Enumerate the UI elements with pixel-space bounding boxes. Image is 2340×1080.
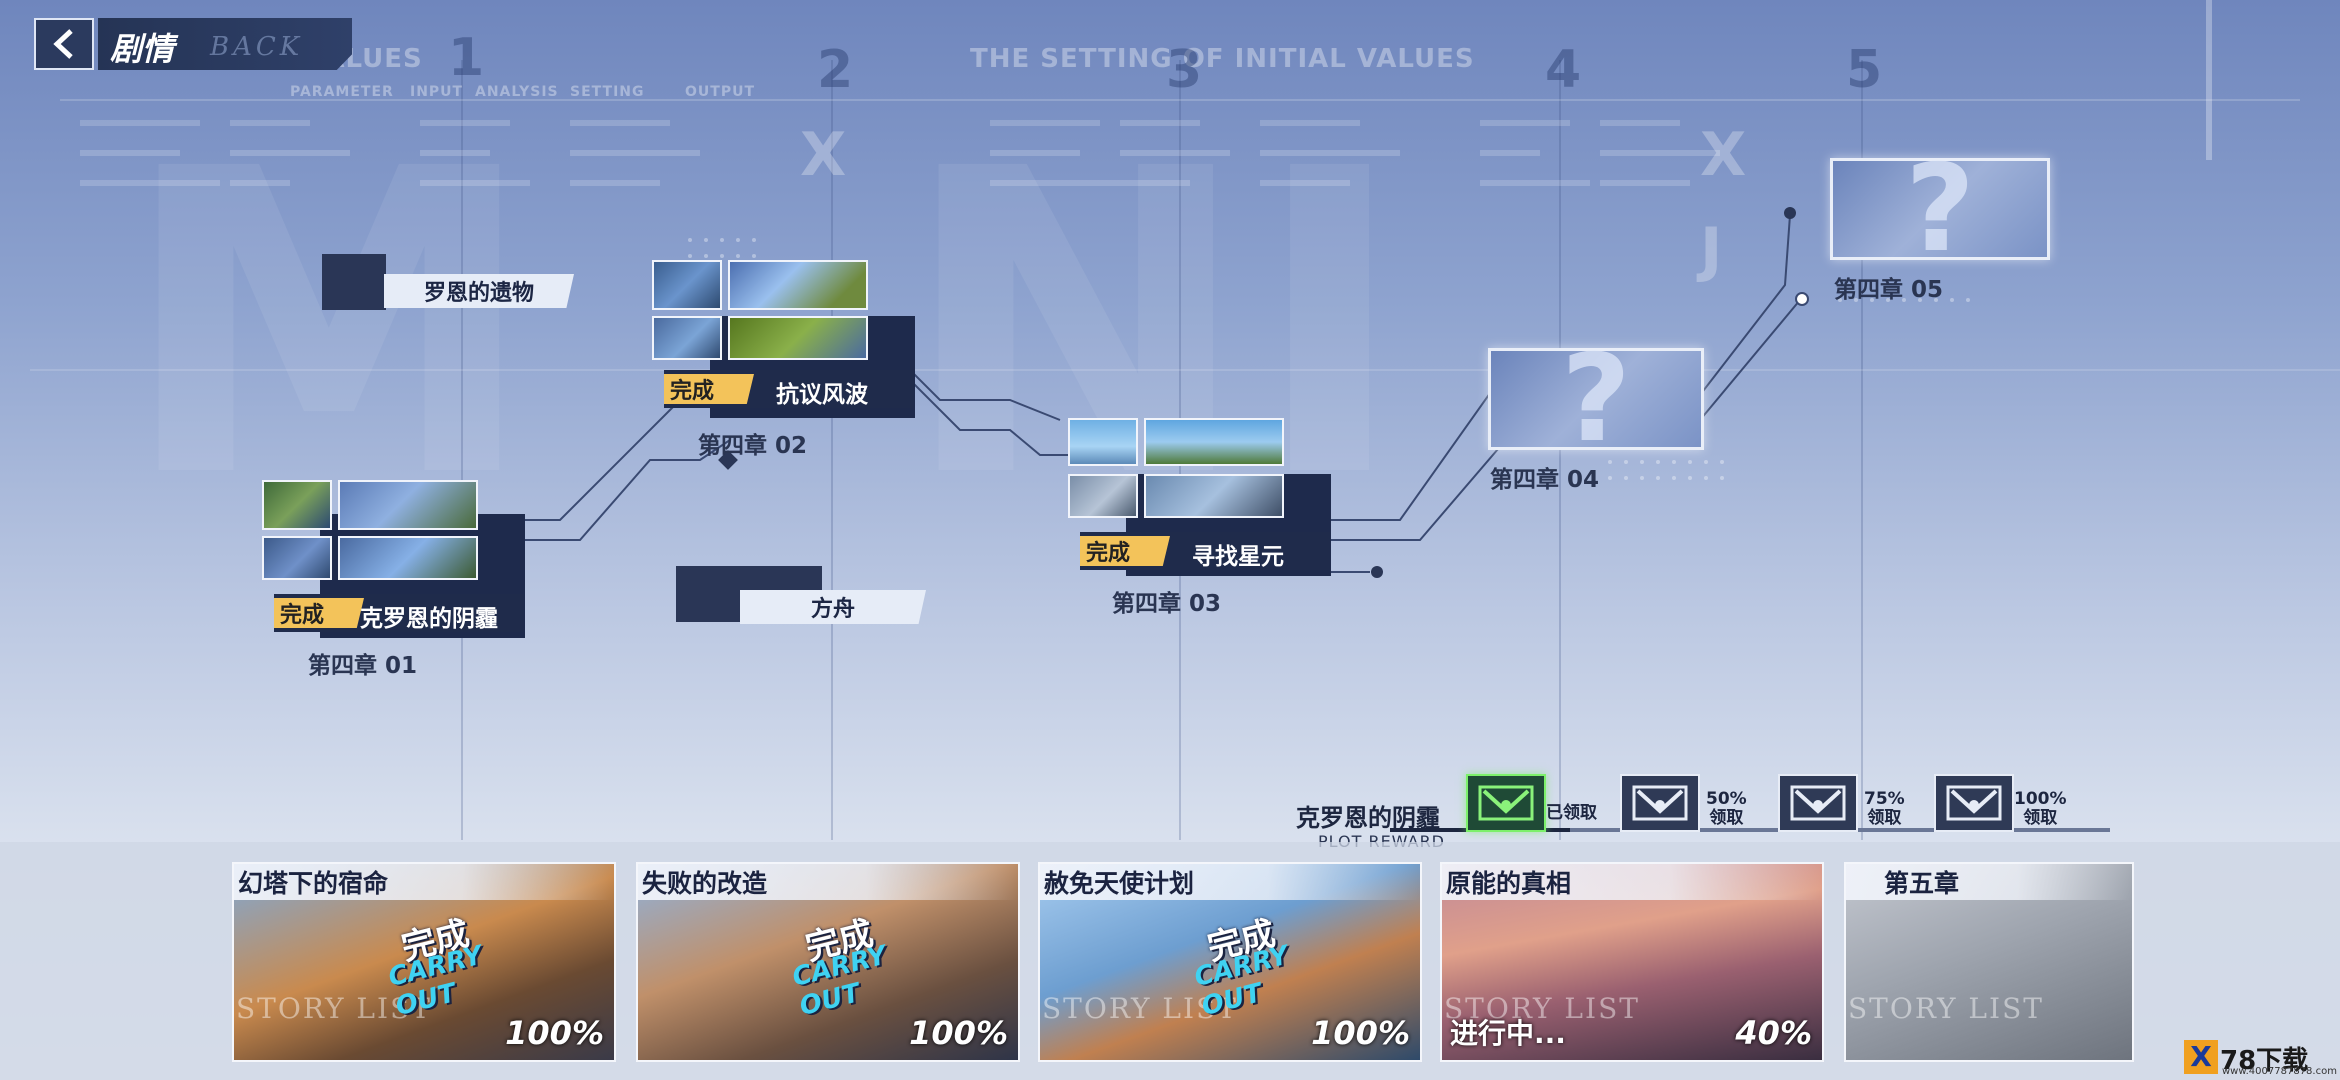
- reward-chest-label: 75%领取: [1864, 789, 1905, 828]
- page-title: 剧情: [110, 30, 175, 68]
- stage-title: 寻找星元: [1192, 544, 1284, 570]
- chest-icon: [1478, 785, 1534, 821]
- stage-code: 第四章 04: [1490, 467, 1600, 493]
- stage-node-04-locked[interactable]: ?: [1488, 330, 1704, 469]
- reward-chest-50[interactable]: [1620, 774, 1700, 832]
- stage-thumbnail: [338, 480, 478, 530]
- chest-icon: [1632, 785, 1688, 821]
- reward-chest-claimed[interactable]: [1466, 774, 1546, 832]
- chapter-card-3[interactable]: 赦免天使计划 STORY LIST 完成 CARRY OUT 100%: [1038, 862, 1422, 1062]
- chapter-card-title: 幻塔下的宿命: [234, 864, 614, 900]
- stage-code: 第四章 01: [308, 653, 418, 679]
- chapter-card-5-locked[interactable]: 第五章 STORY LIST: [1844, 862, 2134, 1062]
- stage-thumbnail: [1144, 418, 1284, 466]
- stage-title: 克罗恩的阴霾: [360, 606, 498, 632]
- chest-icon: [1790, 785, 1846, 821]
- stage-thumbnail: [652, 260, 722, 310]
- reward-chest-label: 已领取: [1546, 803, 1597, 823]
- carry-out-stamp: 完成 CARRY OUT: [1191, 913, 1292, 1023]
- reward-chest-label: 50%领取: [1706, 789, 1747, 828]
- stage-title: 抗议风波: [776, 382, 868, 408]
- stage-node-02[interactable]: 完成 抗议风波: [650, 258, 915, 418]
- side-stage-ark[interactable]: 方舟: [676, 566, 926, 628]
- stage-thumbnail: [338, 536, 478, 580]
- question-mark-icon: ?: [1561, 329, 1631, 469]
- chapter-card-watermark: STORY LIST: [1444, 992, 1640, 1025]
- stage-thumbnail: [262, 480, 332, 530]
- reward-progress-track: [1390, 828, 2110, 832]
- stage-thumbnail: [1068, 418, 1138, 466]
- chapter-card-watermark: STORY LIST: [1848, 992, 2044, 1025]
- chapter-card-title: 第五章: [1846, 864, 2132, 900]
- stage-thumbnail: [728, 316, 868, 360]
- status-badge: 完成: [664, 374, 754, 404]
- reward-title: 克罗恩的阴霾: [1296, 804, 1440, 832]
- side-stage-relic[interactable]: 罗恩的遗物: [322, 254, 574, 314]
- carry-out-stamp: 完成 CARRY OUT: [385, 913, 486, 1023]
- chapter-card-4[interactable]: 原能的真相 STORY LIST 进行中... 40%: [1440, 862, 1824, 1062]
- chapter-card-percent: 40%: [1735, 1014, 1812, 1052]
- stage-node-03[interactable]: 完成 寻找星元: [1066, 416, 1331, 576]
- reward-chest-75[interactable]: [1778, 774, 1858, 832]
- chapter-card-watermark: STORY LIST: [1042, 992, 1238, 1025]
- chapter-card-2[interactable]: 失败的改造 完成 CARRY OUT 100%: [636, 862, 1020, 1062]
- stage-code: 第四章 03: [1112, 591, 1222, 617]
- reward-chest-label: 100%领取: [2014, 789, 2067, 828]
- chapter-card-title: 赦免天使计划: [1040, 864, 1420, 900]
- question-mark-icon: ?: [1905, 139, 1975, 279]
- chapter-card-percent: 100%: [505, 1014, 604, 1052]
- stage-thumbnail: [652, 316, 722, 360]
- chapter-card-1[interactable]: 幻塔下的宿命 STORY LIST 完成 CARRY OUT 100%: [232, 862, 616, 1062]
- chapter-card-title: 原能的真相: [1442, 864, 1822, 900]
- reward-chest-100[interactable]: [1934, 774, 2014, 832]
- stage-node-05-locked[interactable]: ?: [1830, 140, 2050, 279]
- header-bar: [98, 18, 352, 70]
- status-badge: 完成: [274, 598, 364, 628]
- chapter-card-title: 失败的改造: [638, 864, 1018, 900]
- stage-code: 第四章 02: [698, 433, 808, 459]
- stage-thumbnail: [262, 536, 332, 580]
- chapter-card-watermark: STORY LIST: [236, 992, 432, 1025]
- chapter-card-status: 进行中...: [1450, 1017, 1566, 1050]
- chest-icon: [1946, 785, 2002, 821]
- stage-thumbnail: [728, 260, 868, 310]
- chevron-left-icon: [53, 29, 73, 59]
- side-stage-title: 罗恩的遗物: [384, 274, 574, 308]
- carry-out-stamp: 完成 CARRY OUT: [789, 913, 890, 1023]
- site-watermark-logo: X 78下载 www.4007787878.com: [2184, 1040, 2337, 1077]
- status-badge: 完成: [1080, 536, 1170, 566]
- chapter-card-percent: 100%: [909, 1014, 1008, 1052]
- header-subtitle: BACK: [210, 32, 304, 62]
- side-stage-title: 方舟: [740, 590, 926, 624]
- chapter-card-percent: 100%: [1311, 1014, 1410, 1052]
- stage-thumbnail: [1068, 474, 1138, 518]
- stage-code: 第四章 05: [1834, 277, 1944, 303]
- stage-thumbnail: [1144, 474, 1284, 518]
- back-button[interactable]: [34, 18, 94, 70]
- stage-node-01[interactable]: 完成 克罗恩的阴霾: [260, 478, 525, 638]
